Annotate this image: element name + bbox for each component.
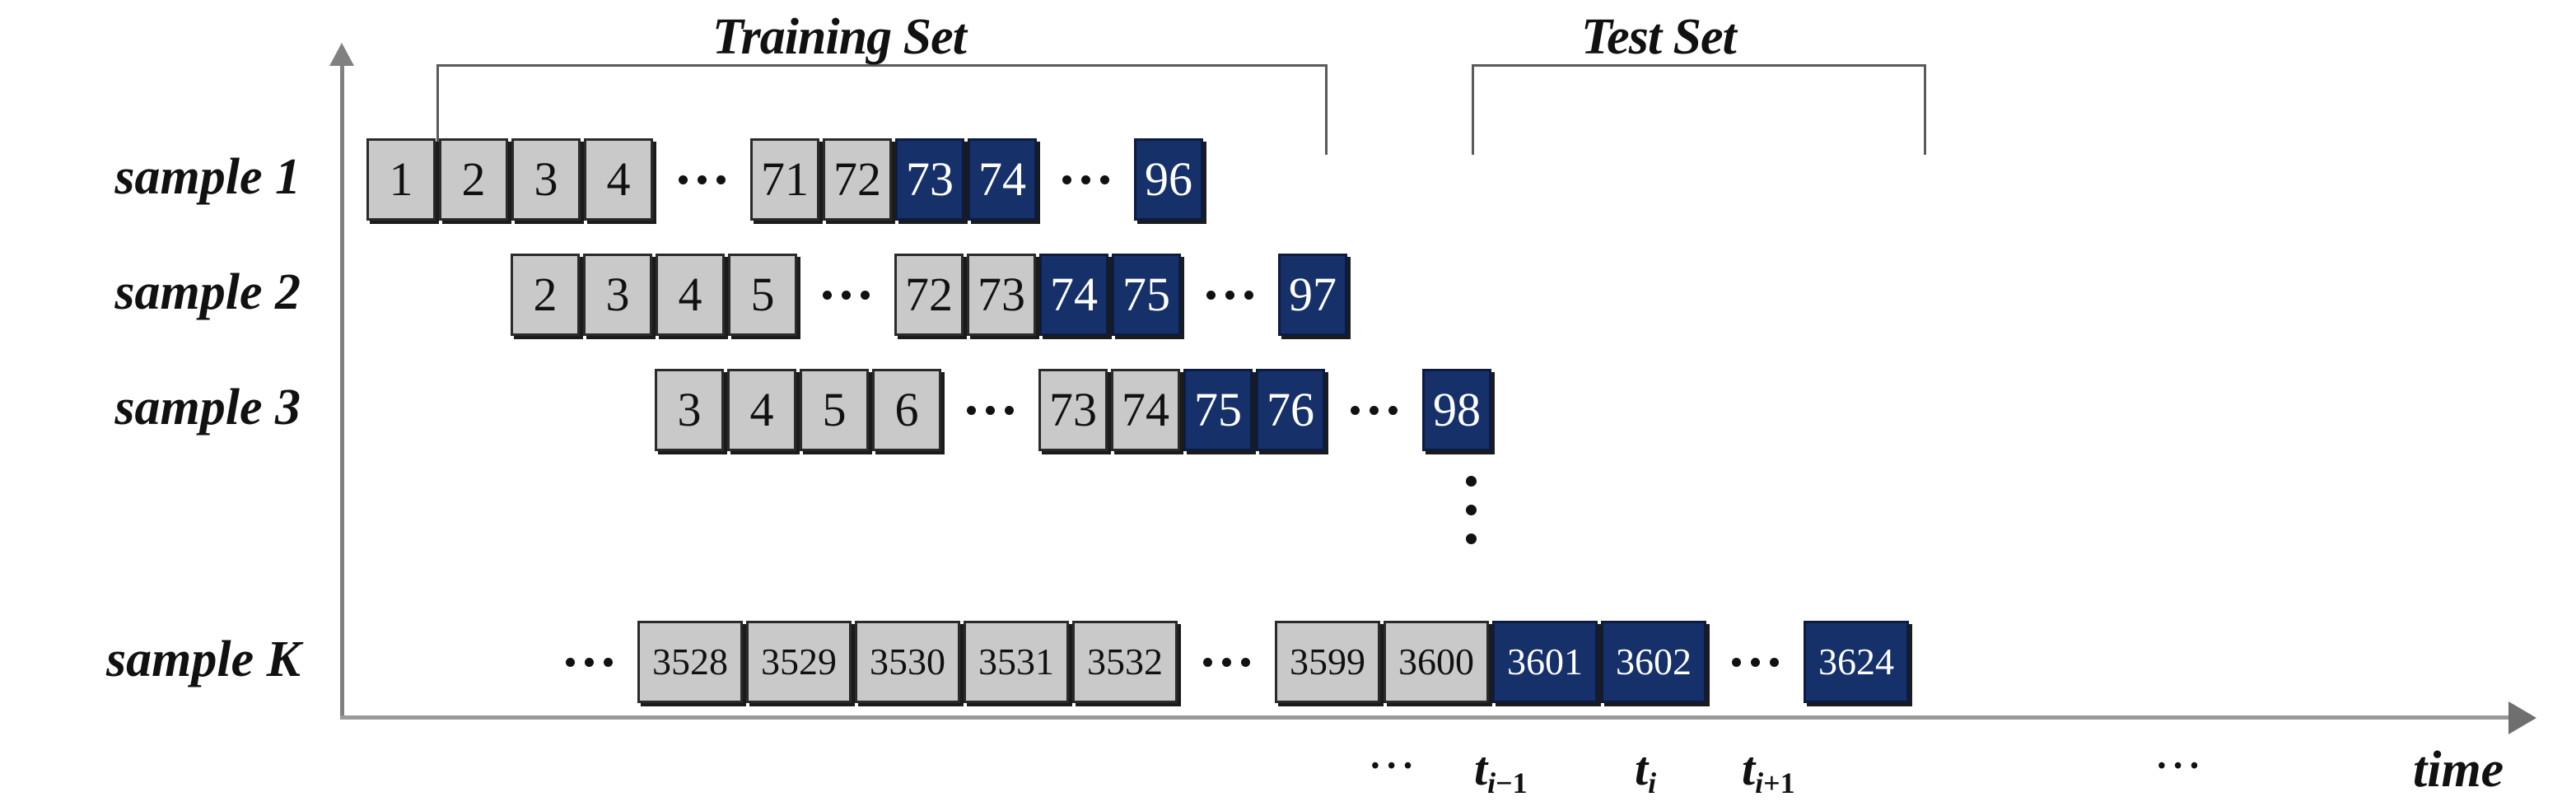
bracket-leg-right bbox=[1325, 64, 1328, 155]
cell-test-74: 74 bbox=[968, 138, 1037, 221]
cell-train-4: 4 bbox=[656, 254, 725, 336]
cell-test-75: 75 bbox=[1183, 369, 1253, 451]
cell-test-3624: 3624 bbox=[1804, 621, 1909, 703]
cell-train-3529: 3529 bbox=[746, 621, 852, 703]
cell-train-4: 4 bbox=[727, 369, 796, 451]
row-4-ellipsis bbox=[544, 621, 634, 703]
training-set-title: Training Set bbox=[712, 9, 967, 65]
cell-train-3532: 3532 bbox=[1072, 621, 1178, 703]
x-axis-arrowhead bbox=[2508, 701, 2536, 734]
bracket-bar bbox=[1472, 64, 1926, 67]
bracket-leg-left bbox=[436, 64, 439, 155]
row-label-1: sample 1 bbox=[114, 149, 301, 205]
row-3-ellipsis bbox=[1328, 369, 1419, 451]
row-1-ellipsis bbox=[1040, 138, 1131, 221]
cell-train-3530: 3530 bbox=[855, 621, 960, 703]
row-2-ellipsis bbox=[800, 254, 891, 336]
cell-train-73: 73 bbox=[1038, 369, 1108, 451]
cell-test-76: 76 bbox=[1256, 369, 1325, 451]
cell-train-2: 2 bbox=[439, 138, 508, 221]
cell-train-3528: 3528 bbox=[637, 621, 743, 703]
cell-train-3: 3 bbox=[511, 138, 581, 221]
bracket-leg-left bbox=[1472, 64, 1474, 155]
row-4-ellipsis bbox=[1181, 621, 1272, 703]
cell-train-3599: 3599 bbox=[1275, 621, 1380, 703]
cell-train-71: 71 bbox=[750, 138, 819, 221]
cell-train-72: 72 bbox=[894, 254, 964, 336]
cell-train-6: 6 bbox=[872, 369, 941, 451]
x-axis-title: time bbox=[2413, 742, 2504, 798]
row-label-2: sample 2 bbox=[114, 264, 301, 320]
time-tickt-i-minus-1: ti−1 bbox=[1474, 742, 1528, 800]
test-set-title: Test Set bbox=[1581, 9, 1737, 65]
cell-train-72: 72 bbox=[823, 138, 892, 221]
y-axis-line bbox=[340, 59, 344, 718]
cell-train-74: 74 bbox=[1111, 369, 1180, 451]
time-tick-ellipsis-4: ••• bbox=[2158, 753, 2207, 779]
time-tick-ellipsis-0: ••• bbox=[1371, 753, 1421, 779]
cell-train-3: 3 bbox=[583, 254, 652, 336]
row-label-3: sample 3 bbox=[114, 380, 301, 436]
cell-test-3602: 3602 bbox=[1601, 621, 1706, 703]
cell-test-96: 96 bbox=[1134, 138, 1203, 221]
row-label-4: sample K bbox=[106, 631, 301, 687]
cell-train-3531: 3531 bbox=[964, 621, 1069, 703]
training-set-bracket bbox=[436, 64, 1328, 155]
row-1-ellipsis bbox=[656, 138, 747, 221]
cell-test-74: 74 bbox=[1039, 254, 1108, 336]
cell-train-5: 5 bbox=[800, 369, 869, 451]
rows-vertical-ellipsis bbox=[1466, 476, 1477, 544]
time-tickt-i-plus-1: ti+1 bbox=[1742, 742, 1795, 800]
cell-train-3: 3 bbox=[655, 369, 724, 451]
bracket-bar bbox=[436, 64, 1328, 67]
row-4-ellipsis bbox=[1710, 621, 1800, 703]
cell-train-5: 5 bbox=[728, 254, 797, 336]
row-2-ellipsis bbox=[1184, 254, 1275, 336]
bracket-leg-right bbox=[1924, 64, 1926, 155]
cell-test-3601: 3601 bbox=[1492, 621, 1598, 703]
cell-test-97: 97 bbox=[1278, 254, 1347, 336]
time-tickt-i: ti bbox=[1635, 742, 1657, 800]
cell-test-73: 73 bbox=[895, 138, 964, 221]
cell-train-4: 4 bbox=[584, 138, 653, 221]
cell-train-2: 2 bbox=[511, 254, 580, 336]
cell-train-1: 1 bbox=[366, 138, 436, 221]
cell-test-98: 98 bbox=[1422, 369, 1491, 451]
cell-test-75: 75 bbox=[1112, 254, 1181, 336]
row-3-ellipsis bbox=[945, 369, 1035, 451]
cell-train-3600: 3600 bbox=[1384, 621, 1489, 703]
cell-train-73: 73 bbox=[967, 254, 1036, 336]
x-axis-line bbox=[340, 715, 2514, 720]
test-set-bracket bbox=[1472, 64, 1926, 155]
